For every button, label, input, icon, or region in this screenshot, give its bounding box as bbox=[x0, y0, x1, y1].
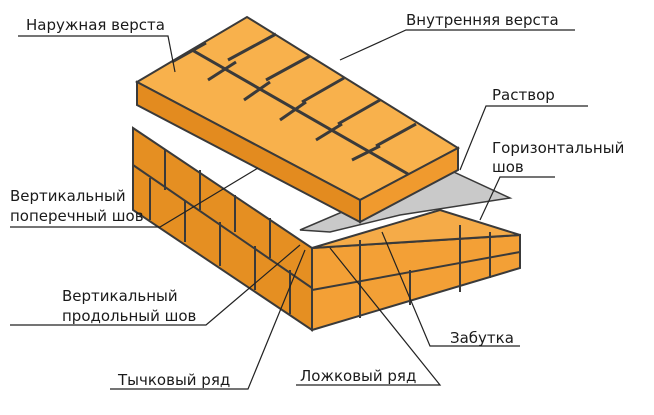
label-rubble-fill: Забутка bbox=[450, 329, 514, 347]
label-mortar: Раствор bbox=[492, 86, 555, 104]
lower-courses bbox=[132, 126, 521, 332]
label-vertical-long-joint-line1: Вертикальный bbox=[62, 287, 178, 305]
label-vertical-cross-joint-line1: Вертикальный bbox=[10, 187, 126, 205]
label-vertical-cross-joint-line2: поперечный шов bbox=[10, 207, 144, 225]
label-horizontal-joint-line2: шов bbox=[492, 158, 524, 176]
label-stretcher-course: Ложковый ряд bbox=[300, 367, 416, 385]
top-course bbox=[134, 15, 461, 224]
leader-lines bbox=[10, 29, 588, 390]
label-header-course: Тычковый ряд bbox=[117, 371, 230, 389]
label-horizontal-joint-line1: Горизонтальный bbox=[492, 139, 624, 157]
label-inner-course: Внутренняя верста bbox=[406, 11, 559, 29]
label-vertical-long-joint-line2: продольный шов bbox=[62, 307, 196, 325]
label-outer-course: Наружная верста bbox=[26, 16, 165, 34]
